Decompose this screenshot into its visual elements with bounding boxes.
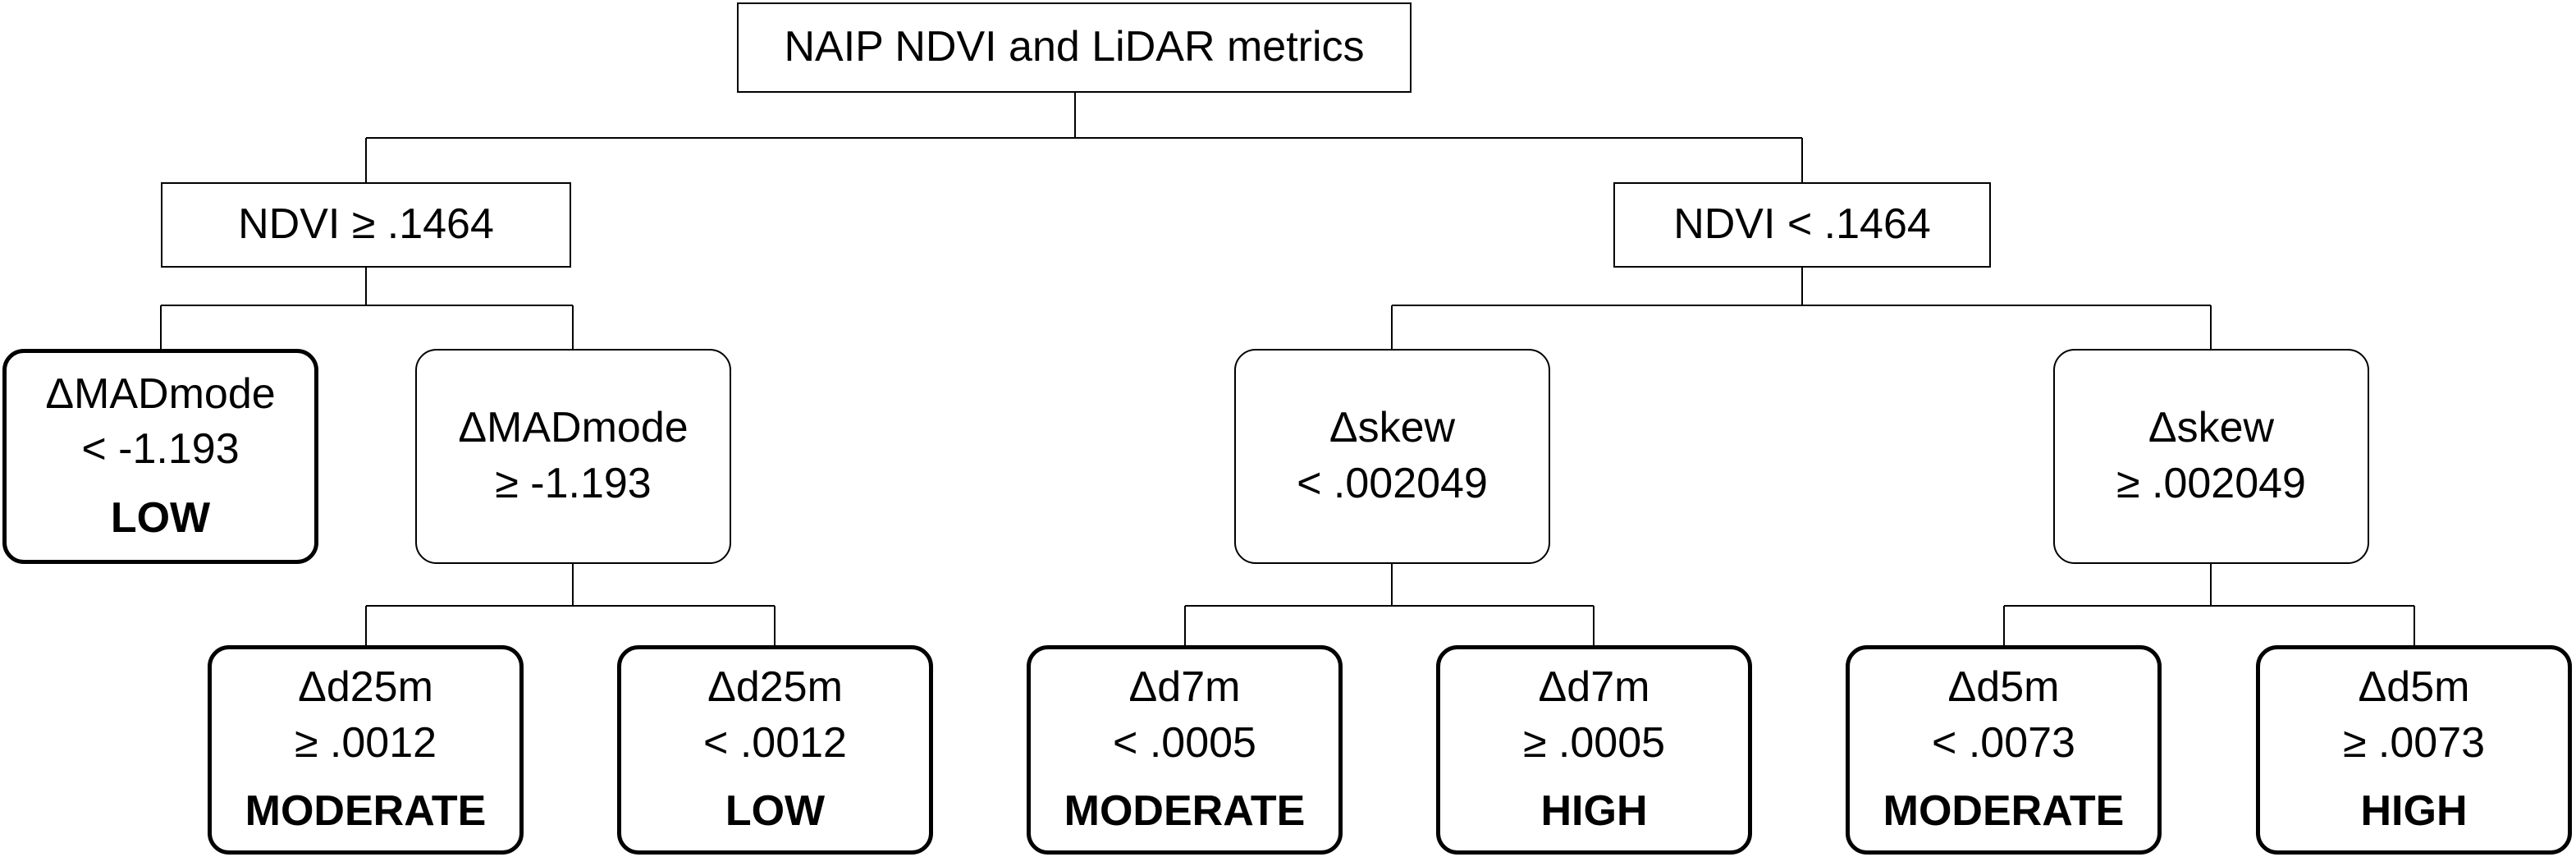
d7-ge-leaf: Δd7m ≥ .0005 HIGH: [1436, 645, 1752, 855]
skew-ge-node: Δskew ≥ .002049: [2053, 349, 2369, 564]
d7-lt-threshold: < .0005: [1113, 718, 1256, 767]
d25-lt-class: LOW: [725, 787, 826, 836]
mad-ge-metric: ΔMADmode: [458, 404, 689, 452]
d25-lt-leaf: Δd25m < .0012 LOW: [617, 645, 933, 855]
d25-lt-threshold: < .0012: [703, 718, 847, 767]
skew-lt-node: Δskew < .002049: [1234, 349, 1550, 564]
d5-lt-class: MODERATE: [1883, 787, 2125, 836]
d7-lt-leaf: Δd7m < .0005 MODERATE: [1027, 645, 1343, 855]
d7-lt-class: MODERATE: [1064, 787, 1306, 836]
ndvi-ge-label: NDVI ≥ .1464: [238, 200, 494, 249]
mad-low-metric: ΔMADmode: [45, 369, 276, 418]
d25-ge-leaf: Δd25m ≥ .0012 MODERATE: [208, 645, 524, 855]
skew-lt-metric: Δskew: [1329, 404, 1456, 452]
d7-ge-threshold: ≥ .0005: [1522, 718, 1666, 767]
d7-lt-metric: Δd7m: [1128, 663, 1241, 712]
d7-ge-class: HIGH: [1540, 787, 1648, 836]
ndvi-ge-node: NDVI ≥ .1464: [161, 182, 571, 268]
d5-lt-threshold: < .0073: [1932, 718, 2075, 767]
mad-ge-node: ΔMADmode ≥ -1.193: [415, 349, 731, 564]
ndvi-lt-label: NDVI < .1464: [1673, 200, 1931, 249]
root-label: NAIP NDVI and LiDAR metrics: [784, 23, 1365, 71]
d25-ge-threshold: ≥ .0012: [294, 718, 437, 767]
ndvi-lt-node: NDVI < .1464: [1613, 182, 1991, 268]
d25-ge-class: MODERATE: [245, 787, 487, 836]
mad-low-threshold: < -1.193: [81, 425, 240, 474]
skew-ge-metric: Δskew: [2148, 404, 2275, 452]
d5-ge-leaf: Δd5m ≥ .0073 HIGH: [2256, 645, 2572, 855]
root-node: NAIP NDVI and LiDAR metrics: [737, 2, 1412, 93]
d5-ge-class: HIGH: [2360, 787, 2468, 836]
d5-ge-threshold: ≥ .0073: [2342, 718, 2486, 767]
skew-ge-threshold: ≥ .002049: [2116, 460, 2306, 507]
d5-ge-metric: Δd5m: [2358, 663, 2470, 712]
mad-low-class: LOW: [110, 493, 211, 542]
d25-lt-metric: Δd25m: [707, 663, 843, 712]
d5-lt-metric: Δd5m: [1947, 663, 2060, 712]
d25-ge-metric: Δd25m: [298, 663, 433, 712]
d5-lt-leaf: Δd5m < .0073 MODERATE: [1846, 645, 2162, 855]
mad-low-leaf: ΔMADmode < -1.193 LOW: [2, 349, 318, 564]
mad-ge-threshold: ≥ -1.193: [495, 460, 652, 507]
d7-ge-metric: Δd7m: [1538, 663, 1650, 712]
skew-lt-threshold: < .002049: [1297, 460, 1488, 507]
